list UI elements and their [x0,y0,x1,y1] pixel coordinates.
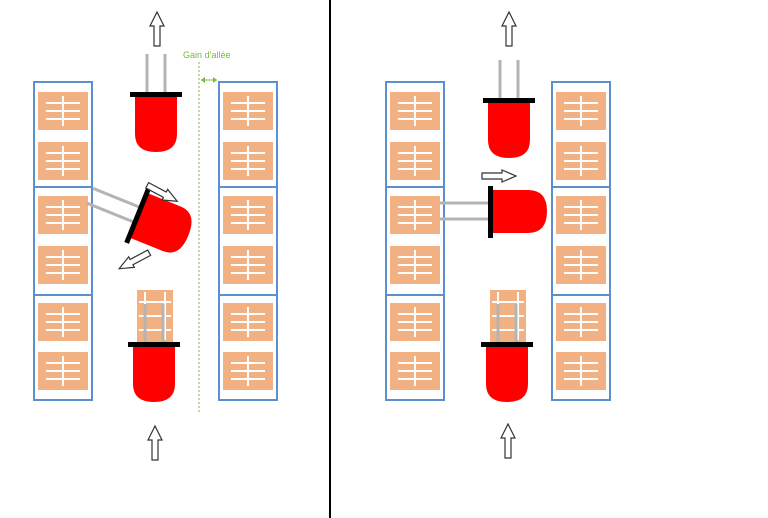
forklift-top [481,58,537,160]
arrow-up-icon [501,11,517,47]
forklift-rotating [86,186,192,253]
arrow-up-icon [147,425,163,461]
aisle-gain-arrow-icon [201,77,217,83]
left-rack [33,81,93,401]
arrow-up-icon [500,423,516,459]
load-pallet [490,290,526,342]
right-rack [218,81,278,401]
arrow-right-icon [481,169,517,183]
forklift-sideways [440,186,547,238]
load-pallet [137,290,173,342]
arrow-up-icon [149,11,165,47]
left-panel [33,11,278,461]
left-rack [385,81,445,401]
forklift-top [128,52,184,154]
rotation-arrow-icon [115,246,153,275]
aisle-gain-label: Gain d’allée [183,50,231,60]
right-panel [385,11,611,459]
right-rack [551,81,611,401]
